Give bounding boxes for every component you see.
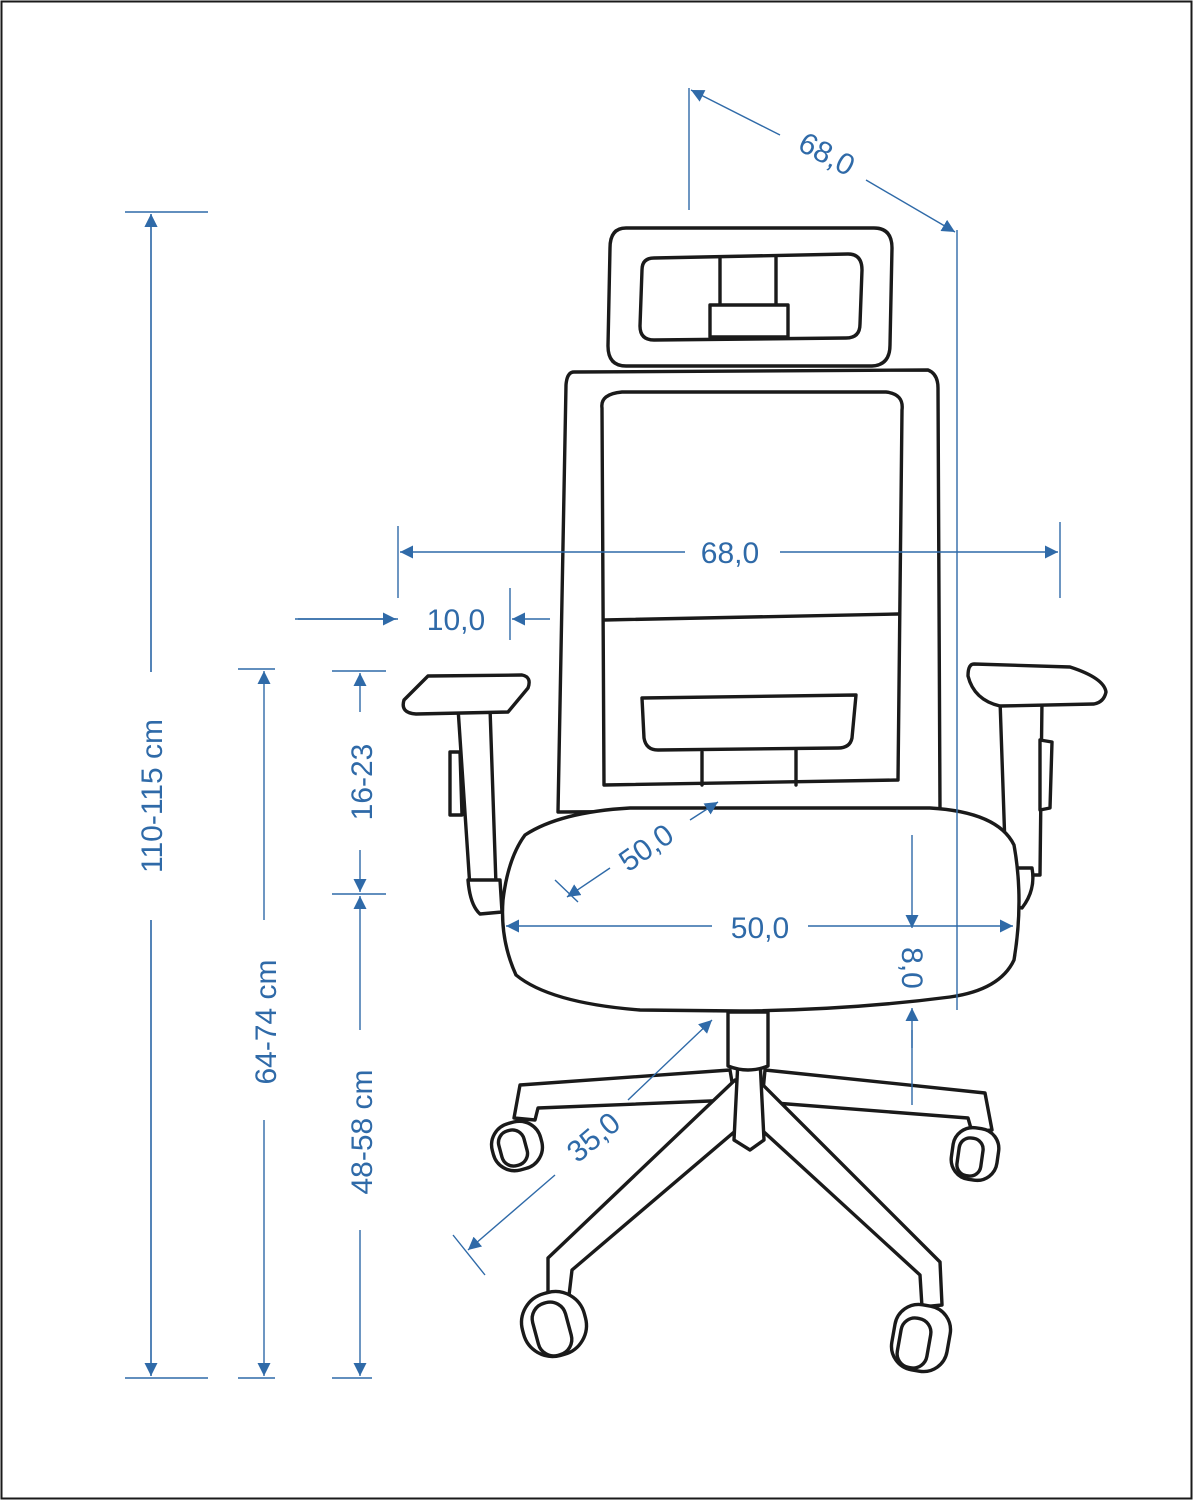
dim-overall-depth <box>690 89 781 136</box>
label-armrest-height: 64-74 cm <box>250 959 283 1084</box>
headrest <box>606 226 894 368</box>
label-total-height: 110-115 cm <box>136 719 169 873</box>
label-overall-depth: 68,0 <box>793 126 860 183</box>
label-base-radius: 35,0 <box>561 1106 627 1169</box>
caster-front-right <box>889 1302 953 1374</box>
caster-front-left <box>519 1289 589 1359</box>
caster-rear-right <box>949 1125 1001 1183</box>
label-seat-width: 50,0 <box>731 912 789 945</box>
dim-base-radius <box>467 1174 556 1251</box>
dim-seat-depth <box>566 867 611 898</box>
label-armrest-adjust: 16-23 <box>346 744 379 821</box>
label-seat-thickness: 8,0 <box>895 947 928 989</box>
gas-cylinder <box>726 1010 770 1072</box>
seat-cushion <box>500 806 1021 1013</box>
label-overall-width: 68,0 <box>701 537 759 570</box>
armrest-left <box>401 673 531 916</box>
label-seat-height: 48-58 cm <box>346 1069 379 1194</box>
backrest <box>556 368 942 814</box>
caster-rear-left <box>489 1119 545 1173</box>
office-chair <box>401 226 1108 1374</box>
label-armrest-width: 10,0 <box>427 604 485 637</box>
chair-base <box>489 1058 1001 1374</box>
dimension-lines <box>125 88 1061 1379</box>
